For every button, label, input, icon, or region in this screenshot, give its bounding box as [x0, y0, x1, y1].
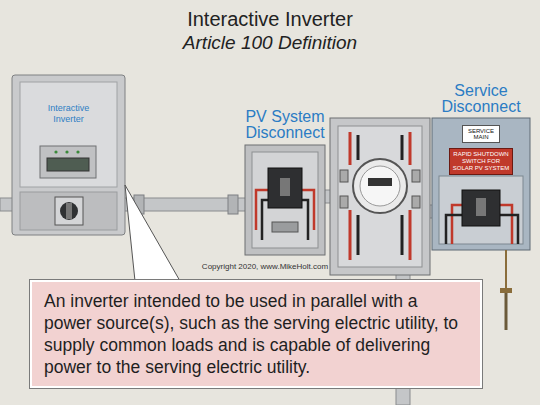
dc-switch-handle — [66, 203, 72, 219]
breaker-handle — [476, 198, 486, 216]
lug — [340, 196, 348, 208]
led — [76, 150, 79, 153]
node-text: An inverter intended to be used in paral… — [44, 290, 468, 378]
rapid-shutdown-label: RAPID SHUTDOWN SWITCH FOR SOLAR PV SYSTE… — [449, 148, 513, 175]
subtitle: Article 100 Definition — [0, 32, 540, 54]
node-text: PV System Disconnect — [237, 109, 333, 141]
dc-switch-knob — [60, 202, 78, 220]
led — [54, 150, 57, 153]
meter — [353, 159, 407, 213]
service-main-label: SERVICE MAIN — [462, 125, 500, 143]
node-text: RAPID SHUTDOWN SWITCH FOR SOLAR PV SYSTE… — [452, 151, 510, 172]
inverter-panel — [20, 82, 117, 187]
lug — [412, 170, 420, 182]
ground-clamp — [500, 288, 512, 293]
leader-line — [125, 185, 180, 281]
dc-switch — [55, 197, 83, 225]
title: Interactive Inverter — [0, 8, 540, 31]
lcd — [47, 158, 89, 171]
terminal-bar — [272, 222, 298, 232]
leader-callout — [125, 185, 180, 281]
lug — [412, 196, 420, 208]
copyright: Copyright 2020, www.MikeHolt.com — [185, 262, 345, 271]
wire — [358, 135, 402, 255]
node-text: SERVICE MAIN — [464, 128, 498, 140]
inverter: Interactive Inverter — [12, 75, 125, 145]
node-text: Interactive Inverter — [37, 103, 101, 125]
led — [65, 150, 68, 153]
ground-rod — [505, 293, 508, 330]
breaker-handle — [280, 178, 290, 196]
inverter-display — [40, 146, 96, 178]
inverter-housing — [12, 75, 125, 235]
meter-display — [368, 178, 392, 186]
inverter-wiring-box — [20, 192, 117, 230]
conduit-coupling — [228, 195, 238, 214]
definition-callout: An inverter intended to be used in paral… — [30, 280, 482, 388]
service-disconnect: Service DisconnectSERVICE MAINRAPID SHUT… — [432, 118, 530, 250]
pv-disconnect-enclosure — [245, 145, 325, 255]
service-interior — [439, 176, 523, 244]
pv-disconnect-interior — [252, 152, 318, 248]
breaker — [268, 168, 302, 208]
lug — [340, 170, 348, 182]
meter-enclosure — [330, 118, 430, 275]
meter-interior — [338, 126, 422, 267]
wire — [350, 132, 410, 260]
meter-face — [360, 166, 400, 206]
main-breaker — [462, 190, 500, 226]
pv-disconnect: PV System Disconnect — [245, 145, 325, 255]
node-text: Service Disconnect — [428, 83, 534, 115]
service-enclosure — [432, 118, 530, 250]
